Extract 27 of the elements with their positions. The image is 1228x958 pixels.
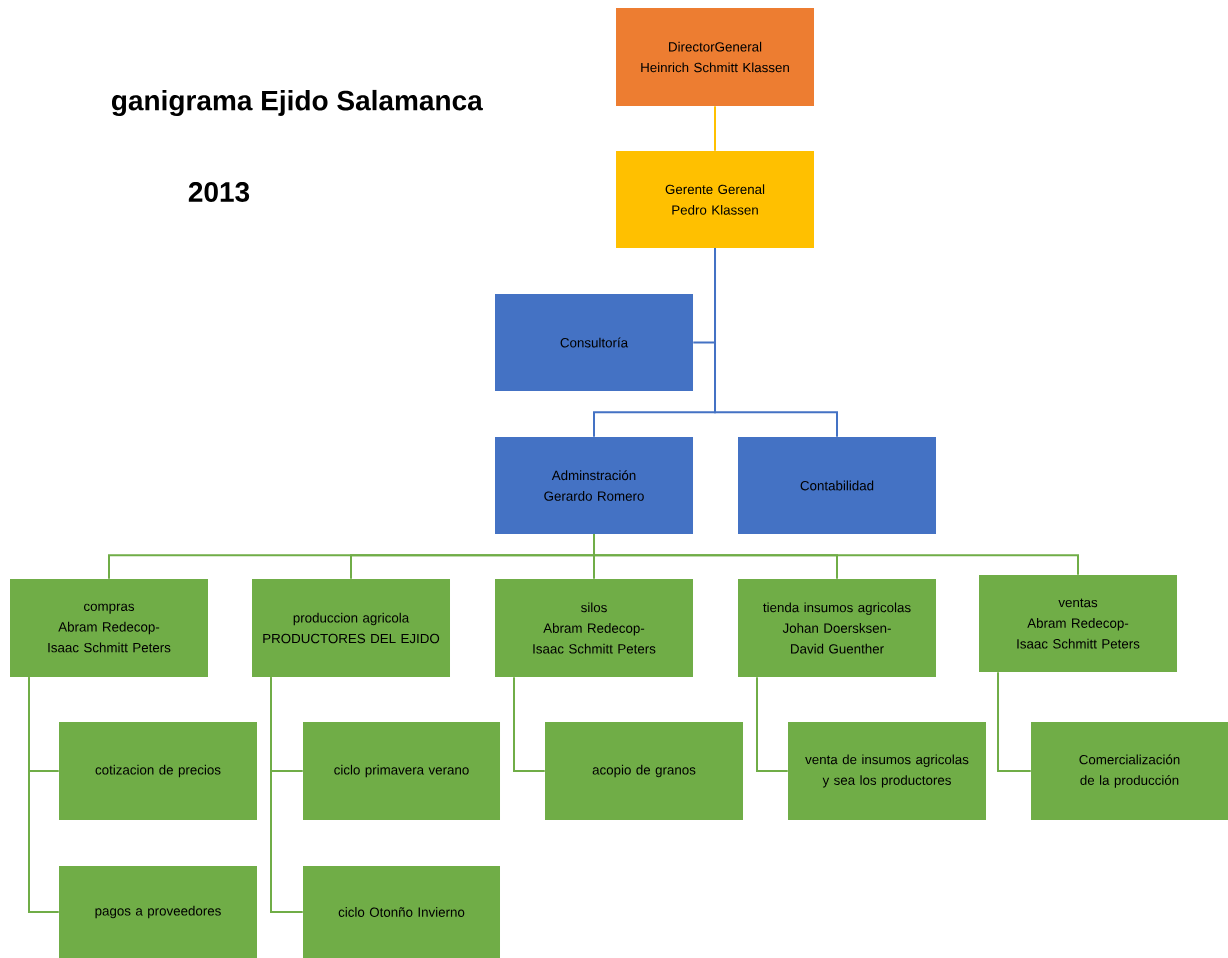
connector-line — [756, 676, 789, 772]
manager-box: Gerente Gerenal Pedro Klassen — [616, 151, 814, 248]
unit-box: ventas Abram Redecop-Isaac Schmitt Peters — [979, 575, 1177, 672]
task-box: cotizacion de precios — [59, 722, 257, 820]
task-box: ciclo primavera verano — [303, 722, 500, 820]
department-box: Consultoría — [495, 294, 693, 391]
unit-box: compras Abram Redecop-Isaac Schmitt Peters — [10, 579, 208, 677]
connector-line — [714, 105, 716, 152]
title: ganigrama Ejido Salamanca — [111, 89, 483, 117]
unit-box: silos Abram Redecop-Isaac Schmitt Peters — [495, 579, 693, 677]
task-box: acopio de granos — [545, 722, 743, 820]
unit-box: tienda insumos agricolas Johan Doersksen-David Guenther — [738, 579, 936, 677]
year-label: 2013 — [188, 182, 250, 202]
task-box: venta de insumos agricolas y sea los productores — [788, 722, 986, 820]
task-box: Comercialización de la producción — [1031, 722, 1228, 820]
connector-line — [593, 533, 1079, 576]
department-box: Adminstración Gerardo Romero — [495, 437, 693, 534]
department-box: Contabilidad — [738, 437, 936, 534]
director-box: DirectorGeneral Heinrich Schmitt Klassen — [616, 8, 814, 106]
connector-line — [714, 247, 838, 438]
task-box: pagos a proveedores — [59, 866, 257, 958]
unit-box: produccion agricola PRODUCTORES DEL EJIDO — [252, 579, 450, 677]
connector-line — [270, 676, 304, 913]
task-box: ciclo Otonño Invierno — [303, 866, 500, 958]
connector-line — [28, 676, 60, 913]
connector-line — [513, 676, 546, 772]
connector-line — [997, 671, 1032, 772]
